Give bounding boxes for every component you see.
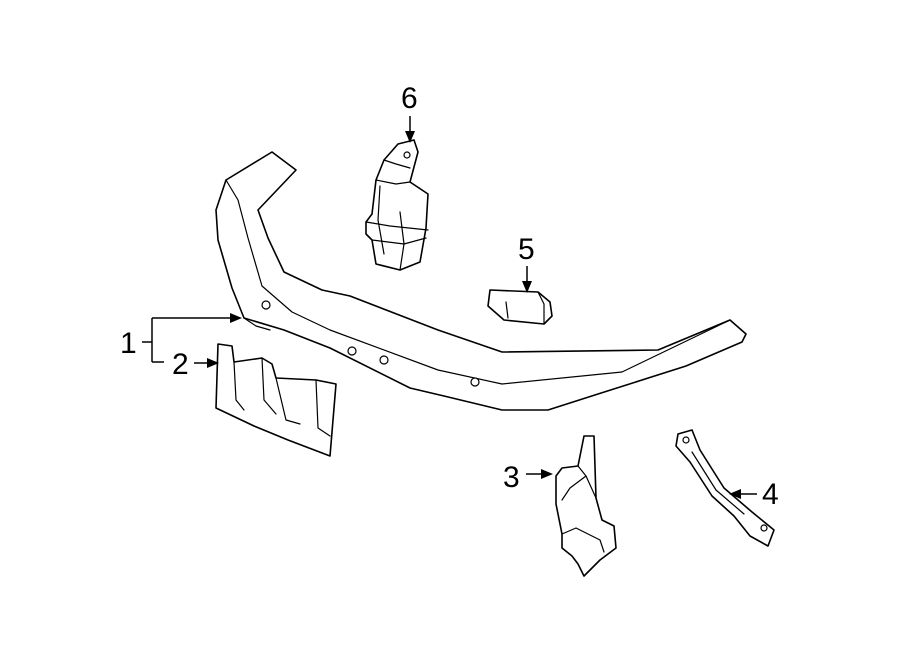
mount-hole	[682, 436, 690, 444]
callout-4: 4	[729, 478, 779, 511]
mount-hole	[760, 524, 768, 532]
callout-label: 1	[120, 327, 137, 360]
mount-hole	[470, 377, 480, 387]
callout-6: 6	[401, 82, 418, 143]
part-4-strap	[675, 429, 775, 547]
mount-hole	[347, 346, 357, 356]
callout-1: 1	[120, 313, 242, 363]
part-2-deflector	[215, 343, 337, 457]
part-6-module	[365, 139, 429, 271]
arrow-head	[522, 281, 532, 293]
mount-hole	[403, 151, 411, 159]
callout-label: 3	[503, 461, 520, 494]
arrow-head	[405, 131, 415, 143]
callout-label: 6	[401, 82, 418, 115]
callout-3: 3	[503, 461, 553, 494]
callout-label: 4	[762, 478, 779, 511]
arrow-head	[207, 358, 219, 368]
part-5-pad	[487, 289, 553, 325]
arrow-head	[729, 489, 741, 499]
mount-hole	[379, 355, 389, 365]
part-1-tie-bar	[215, 151, 747, 411]
arrow-head	[541, 469, 553, 479]
arrow-head	[230, 313, 242, 323]
part-3-bracket	[555, 435, 617, 577]
callout-label: 5	[518, 233, 535, 266]
callout-label: 2	[172, 348, 189, 381]
mount-hole	[261, 300, 271, 310]
callout-2: 2	[172, 348, 219, 381]
callout-5: 5	[518, 233, 535, 293]
